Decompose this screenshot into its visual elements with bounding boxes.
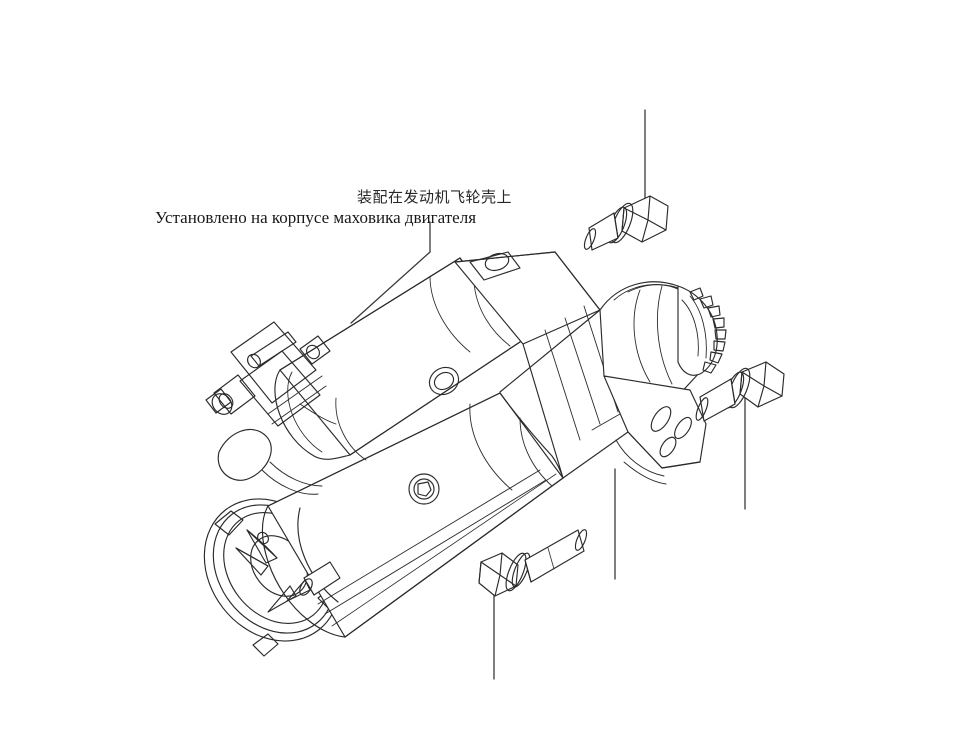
flange-bolt-lower [478,529,588,597]
flange-bolt-upper [583,195,669,251]
leader-lines [350,109,746,680]
pinion-gear [677,285,727,376]
leader-to-starter-body-diagonal [350,251,431,324]
flange-bolt-right [695,361,785,422]
solenoid-terminals [205,321,337,495]
russian-note-label: Установлено на корпусе маховика двигател… [155,208,477,227]
through-bolt-rear [299,561,341,596]
chinese-note-label: 装配在发动机飞轮壳上 [357,190,513,206]
